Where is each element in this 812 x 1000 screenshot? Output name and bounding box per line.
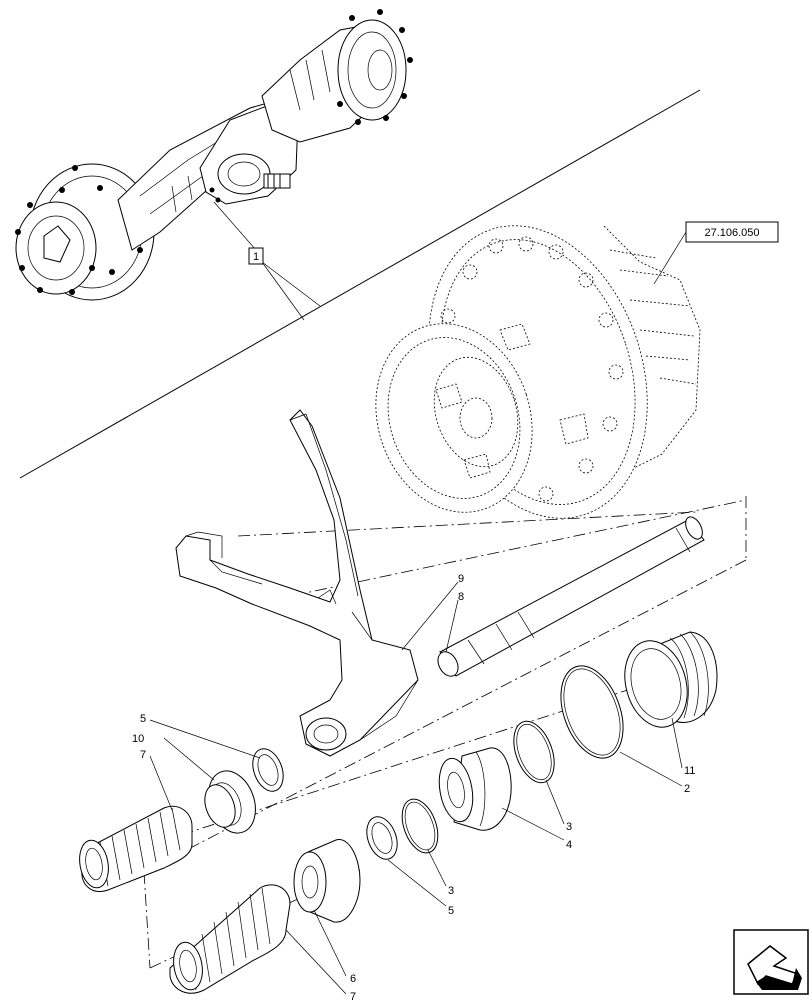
callout-2[interactable]: 2 <box>684 783 690 795</box>
callout-4[interactable]: 4 <box>566 839 572 851</box>
bushing-sleeve[interactable] <box>293 839 361 923</box>
reference-box-27-106-050[interactable]: 27.106.050 <box>685 221 779 243</box>
piston[interactable] <box>435 747 512 831</box>
callout-1[interactable]: 1 <box>248 247 264 265</box>
callout-9[interactable]: 9 <box>458 573 464 585</box>
spacer-ring[interactable] <box>199 764 263 839</box>
o-ring-lower[interactable] <box>395 794 444 858</box>
axle-assembly <box>15 9 413 301</box>
differential-carrier-ghost <box>375 225 701 519</box>
callout-3-lower[interactable]: 3 <box>448 885 454 897</box>
callout-7-upper[interactable]: 7 <box>140 749 146 761</box>
svg-text:1: 1 <box>253 251 259 263</box>
callout-10[interactable]: 10 <box>132 733 144 745</box>
callout-5-upper[interactable]: 5 <box>140 713 146 725</box>
callout-8[interactable]: 8 <box>458 591 464 603</box>
reference-box-label: 27.106.050 <box>704 227 759 239</box>
compression-spring-upper[interactable] <box>76 805 193 892</box>
axle-right-hub <box>261 9 413 143</box>
callout-11[interactable]: 11 <box>684 765 695 777</box>
divider-line <box>19 89 701 479</box>
callout-3-upper[interactable]: 3 <box>566 821 572 833</box>
callout-6[interactable]: 6 <box>350 973 356 985</box>
callout-1-leaders <box>213 201 321 321</box>
reference-leader <box>653 231 687 285</box>
shift-shaft[interactable] <box>434 514 706 680</box>
next-page-arrow-icon[interactable] <box>733 929 809 995</box>
snap-ring-upper[interactable] <box>247 745 288 796</box>
callout-7-lower[interactable]: 7 <box>350 991 356 1000</box>
compression-spring-lower[interactable] <box>169 884 291 994</box>
shift-fork[interactable] <box>175 409 419 757</box>
callout-5-lower[interactable]: 5 <box>448 905 454 917</box>
o-ring-large[interactable] <box>549 657 634 766</box>
leader-lines <box>149 581 683 995</box>
snap-ring-lower[interactable] <box>361 813 402 864</box>
o-ring-middle[interactable] <box>506 716 562 788</box>
cylinder-cover[interactable] <box>616 631 718 734</box>
